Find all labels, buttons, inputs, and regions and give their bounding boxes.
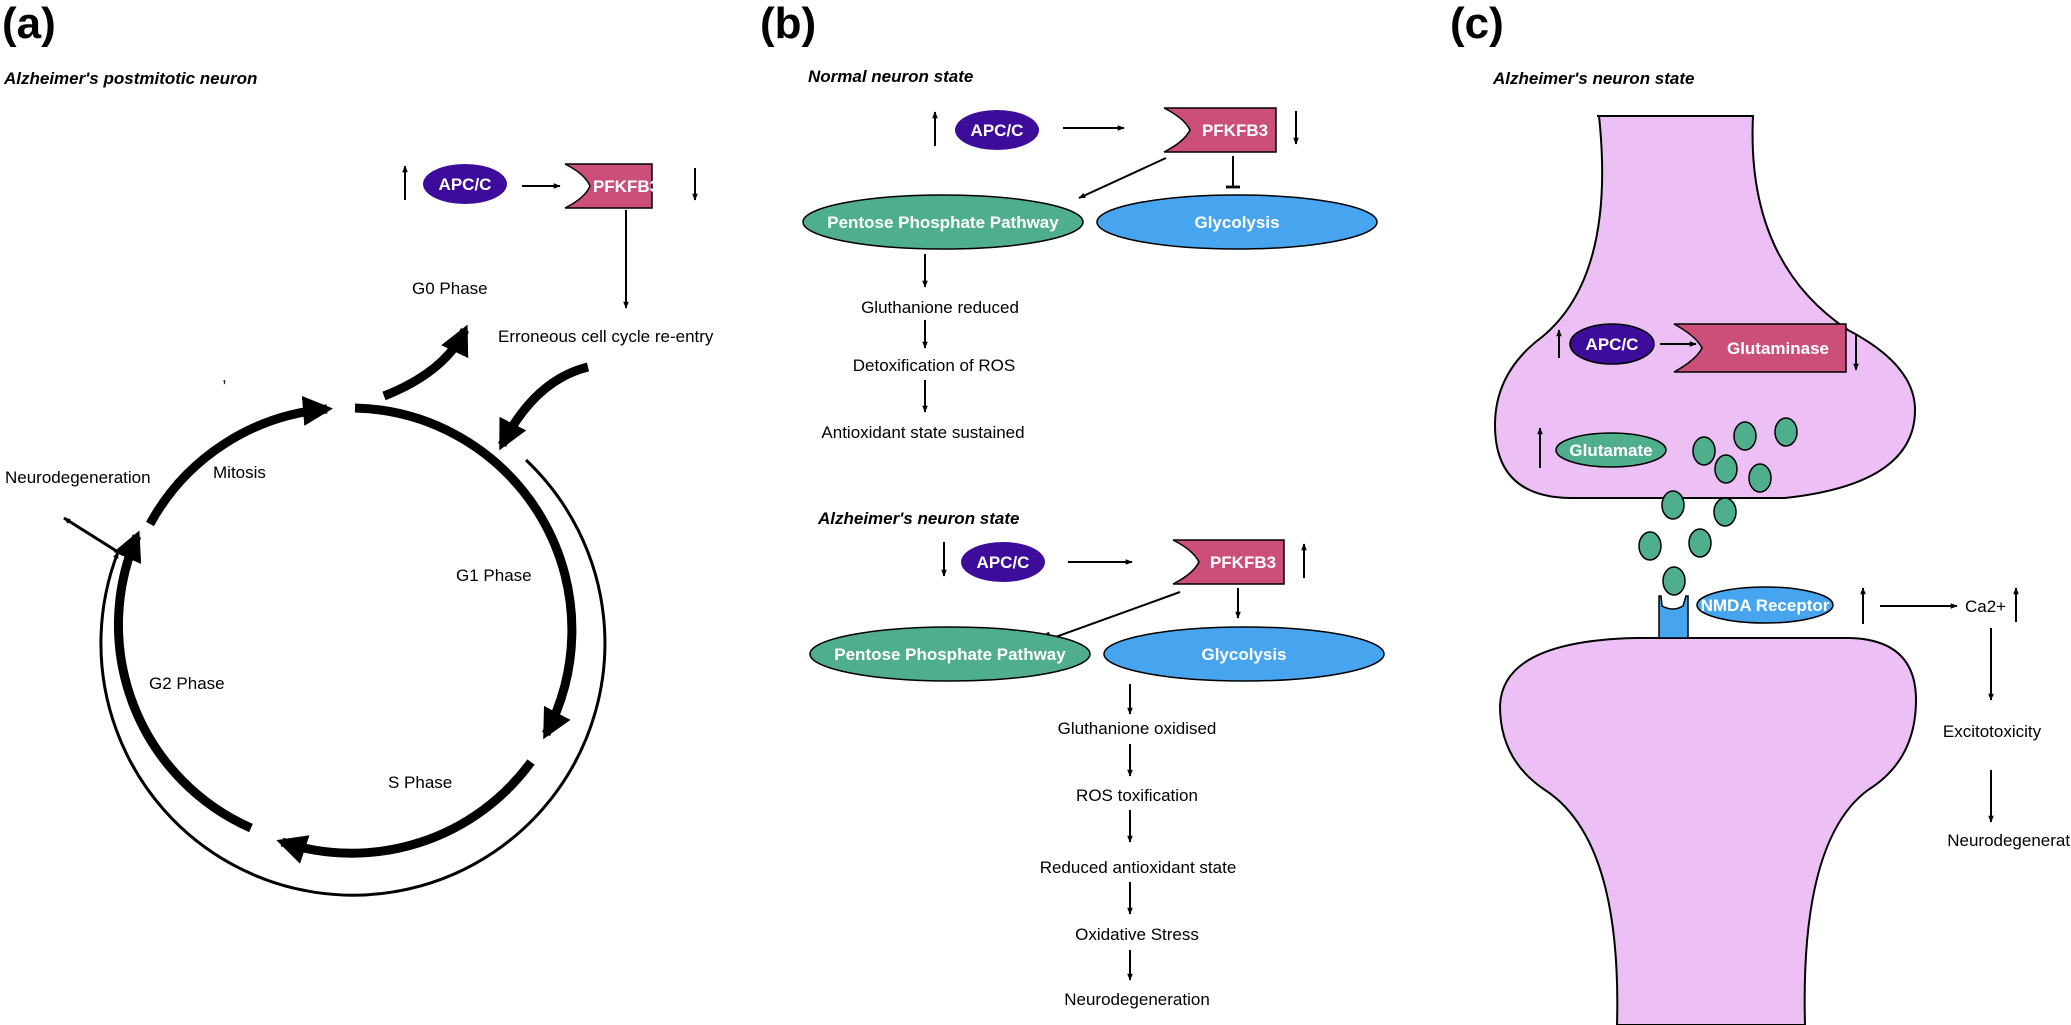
normal-glycolysis-label: Glycolysis (1194, 213, 1279, 232)
panel-c: (c) Alzheimer's neuron state APC/C Gluta… (1450, 0, 2071, 1025)
glutamate-node (1555, 432, 1667, 468)
stray-mark: , (222, 367, 227, 386)
glutamate-vesicle (1688, 528, 1712, 558)
normal-pfkfb3-to-ppp-arrow-icon (1078, 157, 1167, 199)
pfkfb3-label: PFKFB3 (593, 177, 659, 196)
c-apcc-node (1569, 323, 1655, 365)
panel-a: (a) Alzheimer's postmitotic neuron APC/C… (2, 0, 714, 897)
nmda-receptor-channel (1658, 595, 1689, 639)
pfkfb3-node (564, 163, 653, 209)
glutamate-vesicle (1661, 490, 1685, 520)
apcc-node (423, 164, 507, 204)
alz-step-5: Neurodegeneration (1064, 990, 1210, 1009)
alz-apcc-label: APC/C (977, 553, 1030, 572)
alz-ppp-node (809, 626, 1091, 682)
alz-glycolysis-label: Glycolysis (1201, 645, 1286, 664)
normal-glycolysis-node (1096, 194, 1378, 250)
excitotoxicity-label: Excitotoxicity (1943, 722, 2042, 741)
normal-step-1: Gluthanione reduced (861, 298, 1019, 317)
normal-subtitle: Normal neuron state (808, 67, 973, 86)
alz-step-3: Reduced antioxidant state (1040, 858, 1237, 877)
normal-step-3: Antioxidant state sustained (821, 423, 1024, 442)
alz-apcc-node (961, 542, 1045, 582)
neurodegeneration-label-a: Neurodegeneration (5, 468, 151, 487)
alz-ppp-label: Pentose Phosphate Pathway (834, 645, 1066, 664)
glutamate-vesicle (1714, 454, 1738, 484)
outer-cycle-ring (99, 458, 607, 897)
panel-a-subtitle: Alzheimer's postmitotic neuron (3, 69, 257, 88)
alz-glycolysis-node (1103, 626, 1385, 682)
g1-phase-label: G1 Phase (456, 566, 532, 585)
glutamate-vesicle (1692, 436, 1716, 466)
c-apcc-label: APC/C (1586, 335, 1639, 354)
glutamate-vesicle (1713, 497, 1737, 527)
glutamate-vesicles (1638, 417, 1798, 596)
alz-pfkfb3-node (1172, 539, 1285, 585)
glutamate-vesicle (1638, 531, 1662, 561)
alz-pfkfb3-inhibits-ppp-icon (1046, 591, 1181, 647)
glutamate-label: Glutamate (1569, 441, 1652, 460)
normal-apcc-node (955, 110, 1039, 150)
panel-b-label: (b) (760, 0, 816, 48)
glutamate-vesicle (1733, 421, 1757, 451)
glutamate-vesicle (1748, 463, 1772, 493)
reentry-arc (497, 362, 590, 451)
g0-exit-arc (382, 324, 470, 401)
mitosis-label: Mitosis (213, 463, 266, 482)
alz-subtitle: Alzheimer's neuron state (817, 509, 1020, 528)
panel-c-subtitle: Alzheimer's neuron state (1492, 69, 1695, 88)
normal-pfkfb3-label: PFKFB3 (1202, 121, 1268, 140)
presynaptic-terminal (1493, 115, 1917, 499)
normal-apcc-label: APC/C (971, 121, 1024, 140)
glutamate-vesicle (1662, 566, 1686, 596)
ca-label: Ca2+ (1965, 597, 2006, 616)
s-phase-arc (276, 759, 535, 864)
alz-step-1: Gluthanione oxidised (1058, 719, 1217, 738)
postsynaptic-neuron (1498, 637, 1918, 1025)
neurodegeneration-label-c: Neurodegeneration (1947, 831, 2071, 850)
nmda-receptor-label: NMDA Receptor (1701, 596, 1830, 615)
mitosis-arc (146, 395, 333, 527)
normal-ppp-node (802, 194, 1084, 250)
g2-arc (113, 530, 253, 833)
g2-phase-label: G2 Phase (149, 674, 225, 693)
normal-step-2: Detoxification of ROS (853, 356, 1016, 375)
nmda-receptor-node (1696, 586, 1834, 624)
alz-step-4: Oxidative Stress (1075, 925, 1199, 944)
g0-phase-label: G0 Phase (412, 279, 488, 298)
alz-step-2: ROS toxification (1076, 786, 1198, 805)
glutaminase-node (1673, 323, 1847, 373)
s-phase-label: S Phase (388, 773, 452, 792)
normal-pfkfb3-node (1163, 107, 1277, 153)
glutaminase-label: Glutaminase (1727, 339, 1829, 358)
panel-b: (b) Normal neuron state APC/C PFKFB3 Pen… (760, 0, 1385, 1009)
apcc-label: APC/C (439, 175, 492, 194)
neurodegeneration-exit-arrow-icon (63, 516, 119, 554)
glutamate-vesicle (1774, 417, 1798, 447)
alz-pfkfb3-label: PFKFB3 (1210, 553, 1276, 572)
g1-arc (354, 403, 577, 740)
panel-c-label: (c) (1450, 0, 1504, 48)
panel-a-label: (a) (2, 0, 56, 48)
normal-ppp-label: Pentose Phosphate Pathway (827, 213, 1059, 232)
erroneous-reentry-label: Erroneous cell cycle re-entry (498, 327, 714, 346)
